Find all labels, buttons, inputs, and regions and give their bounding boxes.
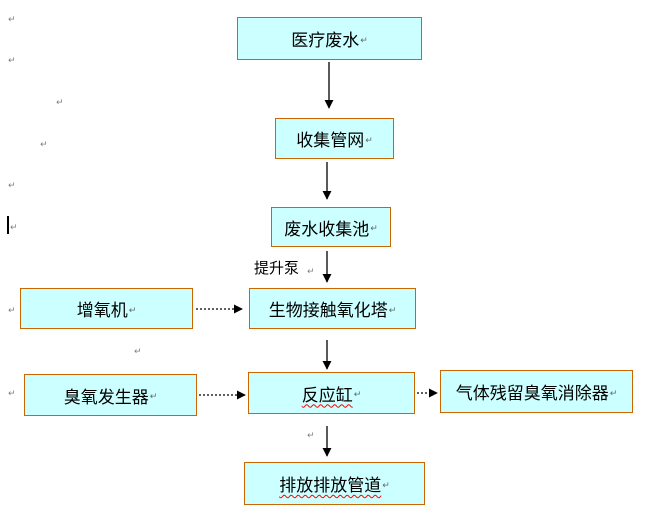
node-ozone-eliminator-label: 气体残留臭氧消除器	[455, 384, 609, 404]
node-ozone-generator-label: 臭氧发生器	[63, 387, 149, 408]
node-collection-tank-label: 废水收集池	[284, 219, 370, 240]
node-reaction-tank-label: 反应缸	[301, 385, 353, 406]
paragraph-mark: ↵	[8, 15, 16, 25]
paragraph-mark: ↵	[56, 98, 64, 108]
paragraph-mark: ↵	[307, 431, 315, 441]
node-collection-tank: 废水收集池↵	[271, 207, 391, 247]
paragraph-mark: ↵	[360, 35, 368, 46]
node-discharge-label: 排放排放管道	[279, 476, 382, 496]
paragraph-mark: ↵	[128, 305, 137, 316]
paragraph-mark: ↵	[8, 389, 16, 399]
node-wastewater: 医疗废水↵	[237, 17, 422, 60]
paragraph-mark: ↵	[609, 388, 618, 399]
paragraph-mark: ↵	[307, 267, 315, 277]
paragraph-mark: ↵	[8, 181, 16, 191]
paragraph-mark: ↵	[370, 224, 378, 234]
paragraph-mark: ↵	[388, 305, 397, 316]
text-cursor	[7, 216, 9, 234]
edge-label-lift-pump: 提升泵	[254, 259, 300, 277]
paragraph-mark: ↵	[10, 223, 18, 233]
node-collection-network-label: 收集管网	[296, 131, 365, 151]
node-collection-network: 收集管网↵	[275, 118, 394, 159]
paragraph-mark: ↵	[134, 347, 142, 357]
node-reaction-tank: 反应缸↵	[248, 372, 415, 414]
node-aerator: 增氧机↵	[20, 288, 193, 329]
node-wastewater-label: 医疗废水	[291, 31, 360, 51]
paragraph-mark: ↵	[8, 56, 16, 66]
paragraph-mark: ↵	[8, 306, 16, 316]
node-bio-tower-label: 生物接触氧化塔	[268, 301, 388, 321]
node-ozone-generator: 臭氧发生器↵	[24, 374, 197, 416]
paragraph-mark: ↵	[353, 390, 362, 400]
node-bio-tower: 生物接触氧化塔↵	[249, 288, 416, 329]
node-discharge: 排放排放管道↵	[244, 462, 425, 505]
paragraph-mark: ↵	[40, 140, 48, 150]
paragraph-mark: ↵	[382, 480, 390, 491]
node-ozone-eliminator: 气体残留臭氧消除器↵	[440, 370, 633, 413]
node-aerator-label: 增氧机	[76, 301, 128, 321]
paragraph-mark: ↵	[149, 392, 158, 402]
paragraph-mark: ↵	[365, 135, 373, 146]
